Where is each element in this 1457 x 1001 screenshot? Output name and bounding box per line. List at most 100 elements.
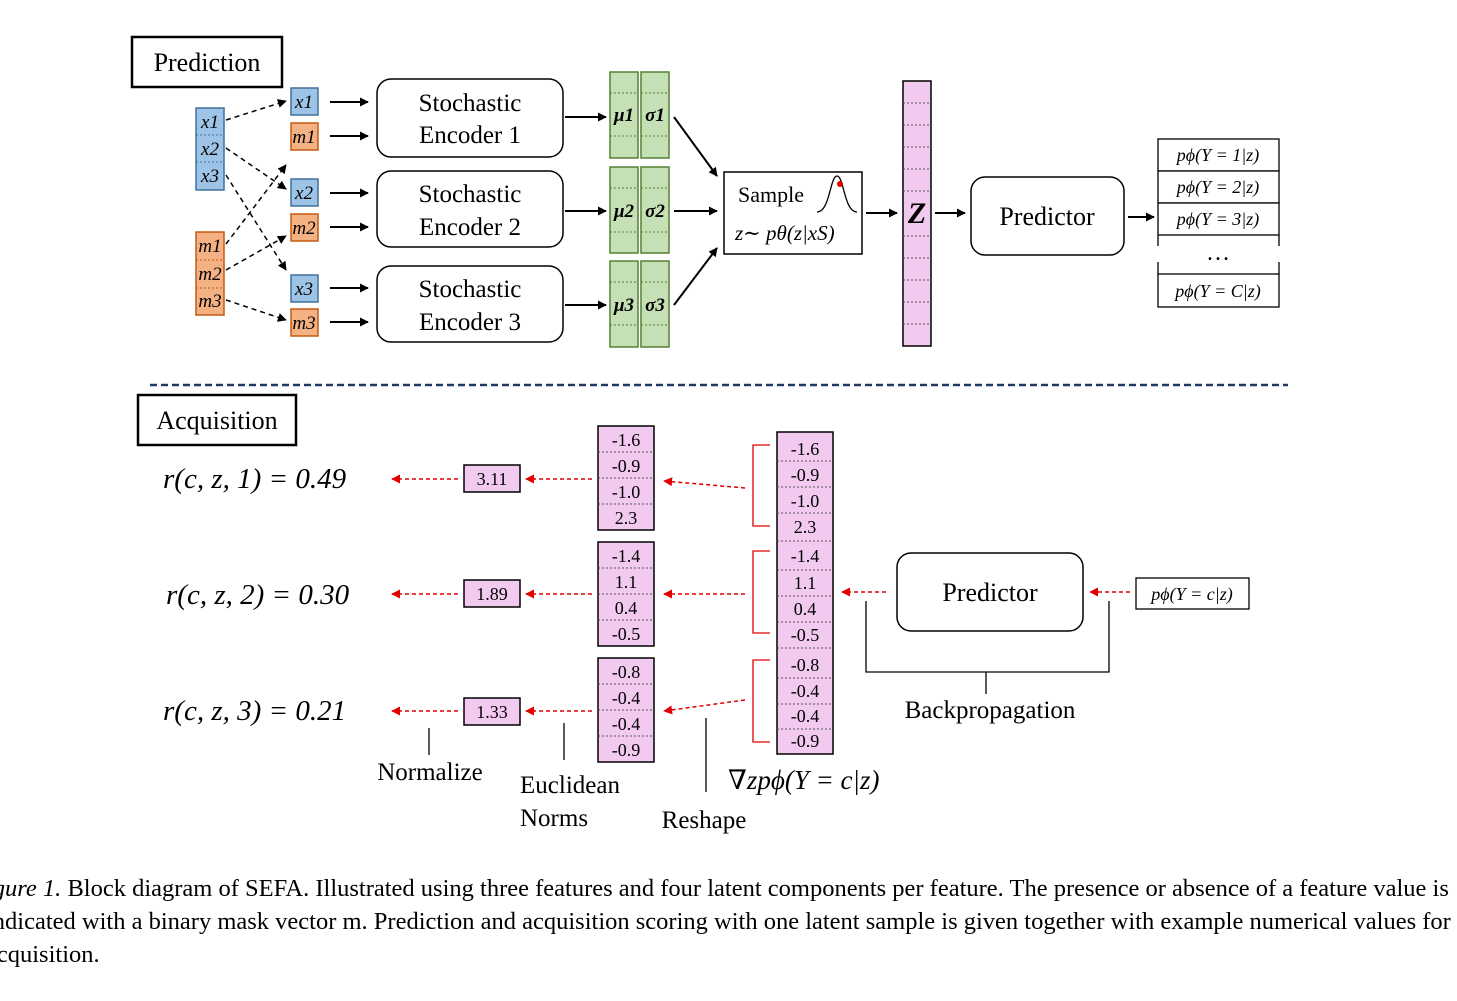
gradient-v1: -1.6 — [791, 439, 820, 459]
gradient-v5: -1.4 — [791, 546, 820, 566]
grad-chunk-3: -0.8 -0.4 -0.4 -0.9 — [597, 657, 655, 763]
euclidean-label-line1: Euclidean — [520, 772, 620, 799]
predictor-label: Predictor — [999, 202, 1095, 231]
sample-input-arrows — [673, 116, 718, 306]
score-row-1: r(c, z, 1) = 0.49 — [163, 463, 347, 495]
encoder-1-sigma: σ1 — [645, 105, 665, 126]
norm-value-1: 3.11 — [477, 469, 508, 489]
caption-label: igure 1. — [0, 875, 62, 902]
norm-value-3: 1.33 — [476, 702, 508, 722]
acquisition-predictor-box: Predictor — [896, 552, 1084, 632]
sample-label: Sample — [738, 182, 804, 207]
grad-chunk-1-v1: -1.6 — [612, 430, 641, 450]
encoder-2-m: m2 — [292, 218, 316, 239]
input-m2: m2 — [198, 264, 222, 285]
acquisition-predictor-label: Predictor — [942, 578, 1038, 607]
grad-chunk-1-v4: 2.3 — [615, 508, 638, 528]
encoder-3-line1: Stochastic — [419, 276, 522, 303]
grad-chunk-2-v4: -0.5 — [612, 624, 641, 644]
grad-chunk-1-v3: -1.0 — [612, 482, 641, 502]
normalize-label: Normalize — [377, 759, 483, 786]
grad-chunk-2-v2: 1.1 — [615, 572, 638, 592]
encoder-2-sigma: σ2 — [645, 201, 665, 222]
encoder-1-mu: μ1 — [613, 105, 634, 126]
gradient-vector: -1.6 -0.9 -1.0 2.3 -1.4 1.1 0.4 -0.5 -0.… — [776, 431, 834, 755]
encoder-1-line2: Encoder 1 — [419, 122, 521, 149]
gradient-v2: -0.9 — [791, 465, 820, 485]
output-prob-2: pϕ(Y = 2|z) — [1175, 177, 1259, 198]
sefa-block-diagram: Prediction x1 x2 x3 m1 m2 m3 — [130, 35, 1288, 834]
grouping-brackets — [752, 444, 770, 743]
input-mask-vector: m1 m2 m3 — [195, 231, 225, 316]
gradient-v11: -0.4 — [791, 706, 820, 726]
grad-chunk-2-v1: -1.4 — [612, 546, 641, 566]
grad-chunk-3-v3: -0.4 — [612, 714, 641, 734]
grad-chunk-2: -1.4 1.1 0.4 -0.5 — [597, 541, 655, 647]
score-row-3: r(c, z, 3) = 0.21 — [163, 695, 346, 727]
norm-value-2: 1.89 — [476, 584, 508, 604]
latent-z-label: Z — [907, 197, 926, 230]
output-prob-1: pϕ(Y = 1|z) — [1175, 145, 1259, 166]
gradient-v7: 0.4 — [794, 599, 817, 619]
encoder-row-3: x3 m3 Stochastic Encoder 3 μ3 σ3 — [290, 260, 670, 348]
grad-chunk-1: -1.6 -0.9 -1.0 2.3 — [597, 425, 655, 531]
gradient-v3: -1.0 — [791, 491, 820, 511]
grad-chunk-1-v2: -0.9 — [612, 456, 641, 476]
input-m1: m1 — [198, 236, 221, 257]
acquisition-section: Acquisition r(c, z, 1) = 0.49 r(c, z, 2)… — [136, 393, 1250, 834]
euclidean-label-line2: Norms — [520, 805, 588, 832]
prediction-section: Prediction x1 x2 x3 m1 m2 m3 — [130, 35, 1280, 348]
encoder-1-x: x1 — [294, 92, 313, 113]
predictor-box: Predictor — [970, 176, 1125, 256]
output-probability-table: pϕ(Y = 1|z) pϕ(Y = 2|z) pϕ(Y = 3|z) … pϕ… — [1157, 138, 1280, 308]
backprop-label: Backpropagation — [905, 697, 1076, 724]
encoder-3-sigma: σ3 — [645, 295, 665, 316]
sample-formula: z∼ pθ(z|xS) — [734, 221, 835, 245]
encoder-3-m: m3 — [292, 313, 315, 334]
acquisition-label: Acquisition — [156, 406, 277, 435]
gradient-v12: -0.9 — [791, 731, 820, 751]
gradient-v4: 2.3 — [794, 517, 817, 537]
output-prob-3: pϕ(Y = 3|z) — [1175, 209, 1259, 230]
backprop-bracket — [865, 601, 1110, 673]
reshape-label: Reshape — [662, 807, 747, 834]
gradient-v9: -0.8 — [791, 655, 820, 675]
grad-chunk-3-v2: -0.4 — [612, 688, 641, 708]
latent-z-vector: Z — [902, 80, 932, 347]
encoder-1-m: m1 — [292, 127, 315, 148]
euclidean-norm-arrows — [525, 474, 592, 716]
input-feature-vector: x1 x2 x3 — [195, 107, 225, 191]
caption-text: Block diagram of SEFA. Illustrated using… — [0, 875, 1451, 968]
gradient-v6: 1.1 — [794, 573, 817, 593]
input-x3: x3 — [200, 166, 219, 187]
encoder-2-mu: μ2 — [613, 201, 635, 222]
output-prob-c: pϕ(Y = C|z) — [1173, 281, 1260, 302]
encoder-row-1: x1 m1 Stochastic Encoder 1 μ1 σ1 — [290, 71, 670, 159]
encoder-3-mu: μ3 — [613, 295, 634, 316]
output-prob-ellipsis: … — [1206, 240, 1230, 266]
routing-arrows — [225, 99, 287, 322]
encoder-row-2: x2 m2 Stochastic Encoder 2 μ2 σ2 — [290, 166, 670, 254]
prediction-label: Prediction — [154, 48, 261, 77]
input-m3: m3 — [198, 291, 221, 312]
input-x1: x1 — [200, 112, 219, 133]
score-row-2: r(c, z, 2) = 0.30 — [166, 579, 350, 611]
encoder-1-line1: Stochastic — [419, 90, 522, 117]
target-prob-box: pϕ(Y = c|z) — [1135, 577, 1250, 610]
norm-box-1: 3.11 — [463, 464, 521, 493]
gradient-v8: -0.5 — [791, 625, 820, 645]
sample-box: Sample z∼ pθ(z|xS) — [723, 171, 863, 255]
grad-chunk-3-v1: -0.8 — [612, 662, 641, 682]
grad-chunk-3-v4: -0.9 — [612, 740, 641, 760]
gradient-v10: -0.4 — [791, 681, 820, 701]
norm-box-2: 1.89 — [463, 579, 521, 608]
target-prob-label: pϕ(Y = c|z) — [1149, 584, 1232, 605]
norm-box-3: 1.33 — [463, 697, 521, 726]
grad-chunk-2-v3: 0.4 — [615, 598, 638, 618]
gradient-label: ∇zpϕ(Y = c|z) — [728, 765, 879, 795]
encoder-2-line2: Encoder 2 — [419, 214, 521, 241]
normalize-arrows — [391, 474, 458, 716]
encoder-2-x: x2 — [294, 183, 313, 204]
encoder-3-line2: Encoder 3 — [419, 309, 521, 336]
encoder-3-x: x3 — [294, 279, 313, 300]
